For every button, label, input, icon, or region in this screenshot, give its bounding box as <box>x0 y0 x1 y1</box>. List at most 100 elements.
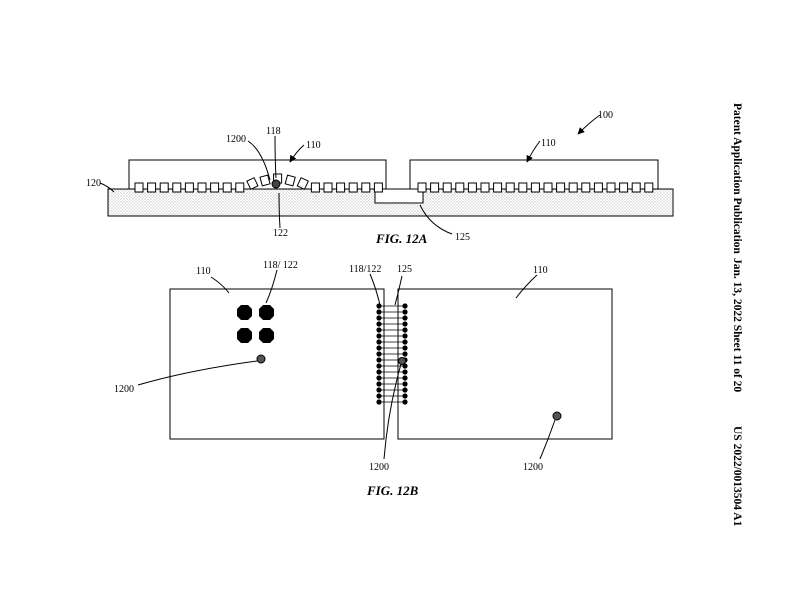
bridge-bump <box>376 387 382 393</box>
interconnect-bump <box>505 182 515 193</box>
defect-marker-mid <box>398 357 406 365</box>
defect-marker-left <box>256 354 266 364</box>
bridge-bump <box>402 303 408 309</box>
label-bumps-mid: 118/122 <box>349 264 381 275</box>
label-defect-right: 1200 <box>523 462 543 473</box>
publication-number: US 2022/0013504 A1 <box>731 426 743 527</box>
die-right-plan <box>397 288 613 440</box>
fig-12b: 110 118/ 122 118/122 125 110 1200 1200 1… <box>114 260 613 498</box>
interconnect-bump <box>373 182 383 193</box>
bridge-bump <box>376 303 382 309</box>
bridge-bump <box>402 387 408 393</box>
defect-marker-right <box>552 411 562 421</box>
bridge-bump <box>376 345 382 351</box>
bridge-bump <box>402 345 408 351</box>
interconnect-bump <box>530 182 540 193</box>
interconnect-bump <box>172 182 182 193</box>
interconnect-bump <box>556 182 566 193</box>
bridge-bump <box>376 363 382 369</box>
label-bridge: 125 <box>455 232 470 243</box>
interconnect-bump <box>159 182 169 193</box>
bridge-bump <box>402 369 408 375</box>
label-die-left: 110 <box>306 140 321 151</box>
interconnect-bump <box>606 182 616 193</box>
interconnect-bump <box>631 182 641 193</box>
label-substrate: 120 <box>86 178 101 189</box>
bridge-bump <box>402 399 408 405</box>
interconnect-bump <box>493 182 503 193</box>
interconnect-bump <box>455 182 465 193</box>
interconnect-bump <box>310 182 320 193</box>
label-defect: 1200 <box>226 134 246 145</box>
interconnect-bump <box>430 182 440 193</box>
bridge-bump <box>402 333 408 339</box>
label-bridge-plan: 125 <box>397 264 412 275</box>
interconnect-bump <box>417 182 427 193</box>
bridge-bump <box>376 309 382 315</box>
interconnect-bump <box>222 182 232 193</box>
interconnect-bump <box>147 182 157 193</box>
bridge-bump <box>376 321 382 327</box>
bridge-bump <box>402 393 408 399</box>
interconnect-bump <box>619 182 629 193</box>
interconnect-bump <box>543 182 553 193</box>
interconnect-bump <box>235 182 245 193</box>
interconnect-bump <box>284 174 296 187</box>
interconnect-bump <box>361 182 371 193</box>
bridge-bump <box>376 399 382 405</box>
label-interconnect: 118 <box>266 126 281 137</box>
bridge-bump <box>402 309 408 315</box>
interconnect-bump <box>442 182 452 193</box>
label-defect-mid: 1200 <box>369 462 389 473</box>
interconnect-bump <box>184 182 194 193</box>
caption-fig-12a: FIG. 12A <box>375 231 428 246</box>
label-die-left-plan: 110 <box>196 266 211 277</box>
bridge-bump <box>376 381 382 387</box>
label-defect-left: 1200 <box>114 384 134 395</box>
label-die-right: 110 <box>541 138 556 149</box>
interconnect-bump <box>134 182 144 193</box>
bridge-bump <box>376 327 382 333</box>
fig-12a: 100 110 110 118 1200 120 122 125 FIG. 12… <box>86 110 674 246</box>
label-device: 100 <box>598 110 613 121</box>
bridge-bump-ladder <box>376 303 408 405</box>
label-pad: 122 <box>273 228 288 239</box>
date-sheet: Jan. 13, 2022 Sheet 11 of 20 <box>731 258 743 392</box>
bridge-bump <box>376 339 382 345</box>
bridge-bump <box>376 393 382 399</box>
interconnect-bump <box>568 182 578 193</box>
bridge-bump <box>402 351 408 357</box>
interconnect-bump <box>467 182 477 193</box>
interconnect-bump <box>259 174 271 187</box>
bridge-bump <box>402 381 408 387</box>
interconnect-bump <box>581 182 591 193</box>
interconnect-bump <box>480 182 490 193</box>
bridge-bump <box>376 375 382 381</box>
bridge-bump <box>402 321 408 327</box>
label-bumps-left: 118/ 122 <box>263 260 298 271</box>
bridge-bump <box>376 333 382 339</box>
interconnect-bump <box>593 182 603 193</box>
bridge-die <box>374 188 424 204</box>
bridge-bump <box>402 375 408 381</box>
interconnect-bump <box>210 182 220 193</box>
interconnect-row <box>134 173 654 193</box>
interconnect-bump <box>518 182 528 193</box>
interconnect-bump <box>323 182 333 193</box>
bump-cluster <box>237 305 274 343</box>
bridge-bump <box>402 363 408 369</box>
interconnect-bump <box>348 182 358 193</box>
die-left-plan <box>169 288 385 440</box>
bridge-bump <box>376 315 382 321</box>
bridge-bump <box>376 351 382 357</box>
label-die-right-plan: 110 <box>533 265 548 276</box>
defect-marker-12a <box>271 179 281 189</box>
interconnect-bump <box>197 182 207 193</box>
interconnect-bump <box>336 182 346 193</box>
interconnect-bump <box>644 182 654 193</box>
bridge-bump <box>402 315 408 321</box>
bridge-bump <box>376 357 382 363</box>
bridge-bump <box>402 327 408 333</box>
interconnect-bump <box>246 177 259 190</box>
